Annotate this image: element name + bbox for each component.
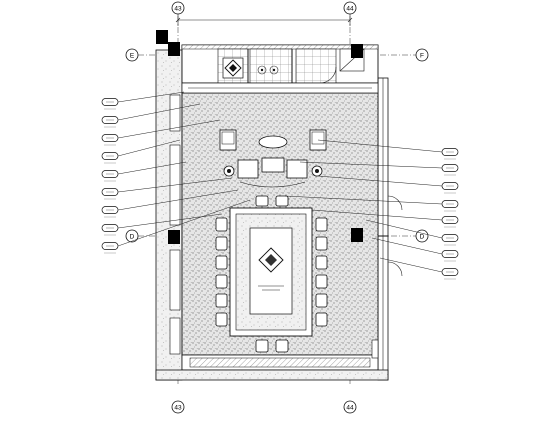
chairs-right-column — [315, 217, 328, 327]
grid-bubble-top-left: 43 — [171, 1, 185, 15]
top-dimension — [175, 14, 353, 26]
grid-bubble-left-upper: E — [125, 48, 139, 62]
svg-text:43: 43 — [174, 6, 182, 13]
bottom-right-fitting — [371, 339, 379, 359]
svg-text:F: F — [420, 53, 424, 60]
chairs-top-row — [255, 195, 289, 207]
column — [351, 44, 363, 58]
dining-chair — [215, 255, 228, 270]
sink-fixture — [257, 65, 279, 75]
svg-text:E: E — [130, 53, 135, 60]
dining-chair — [315, 312, 328, 327]
grid-bubble-right-upper: F — [415, 48, 429, 62]
column — [168, 230, 180, 244]
grid-bubble-bottom-left: 43 — [171, 400, 185, 414]
chairs-bottom-row — [255, 339, 289, 353]
left-annotation-tags — [101, 91, 251, 254]
right-side-door — [378, 195, 403, 277]
column — [351, 228, 363, 242]
dining-chair — [315, 217, 328, 232]
grid-bubble-left-lower: D — [125, 229, 139, 243]
column — [168, 42, 180, 56]
chairs-left-column — [215, 217, 228, 327]
conference-table — [229, 207, 313, 337]
grid-bubble-top-right: 44 — [343, 1, 357, 15]
grid-bubble-right-lower: D — [415, 229, 429, 243]
dining-chair — [215, 293, 228, 308]
svg-text:44: 44 — [346, 405, 354, 412]
dining-chair — [215, 236, 228, 251]
armchair — [219, 129, 237, 151]
svg-text:D: D — [130, 234, 135, 241]
dining-chair — [315, 274, 328, 289]
tea-table — [258, 135, 288, 149]
service-room — [181, 44, 379, 84]
svg-text:44: 44 — [346, 6, 354, 13]
grid-bubble-bottom-right: 44 — [343, 400, 357, 414]
svg-text:D: D — [420, 234, 425, 241]
dining-chair — [215, 274, 228, 289]
dining-chair — [315, 293, 328, 308]
dining-chair — [315, 255, 328, 270]
dining-chair — [215, 217, 228, 232]
column — [156, 30, 168, 44]
sofa-group — [223, 157, 323, 188]
dining-chair — [215, 312, 228, 327]
service-diamond-feature — [222, 57, 244, 79]
svg-text:43: 43 — [174, 405, 182, 412]
dining-chair — [315, 236, 328, 251]
right-annotation-tags — [284, 139, 459, 280]
